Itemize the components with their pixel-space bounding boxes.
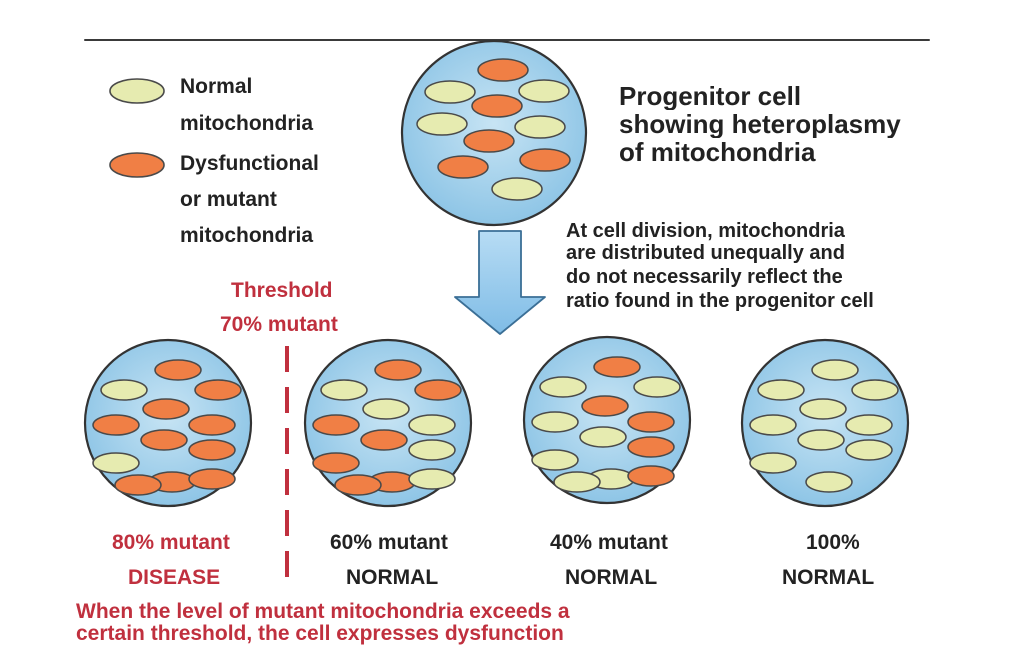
cell-2-status-label: NORMAL [346, 566, 438, 590]
mitochondrion-mutant [478, 59, 528, 81]
legend-normal-label-line2: mitochondria [180, 110, 313, 138]
division-note-line4: ratio found in the progenitor cell [566, 290, 937, 312]
mitochondrion-normal [321, 380, 367, 400]
mitochondrion-normal [492, 178, 542, 200]
mitochondrion-mutant [195, 380, 241, 400]
mitochondrion-mutant [141, 430, 187, 450]
legend-normal-mitochondrion [110, 79, 164, 103]
progenitor-cell [402, 41, 586, 225]
cell-2-percent-label: 60% mutant [330, 531, 448, 555]
division-note-line2: are distributed unequally and [566, 242, 937, 264]
threshold-label: Threshold [231, 279, 333, 303]
mitochondrion-normal [417, 113, 467, 135]
mitochondrion-mutant [520, 149, 570, 171]
cell-3-percent-label: 40% mutant [550, 531, 668, 555]
mitochondrion-mutant [472, 95, 522, 117]
mitochondrion-mutant [361, 430, 407, 450]
mitochondrion-mutant [313, 453, 359, 473]
mitochondrion-normal [532, 450, 578, 470]
mitochondrion-normal [750, 453, 796, 473]
mitochondrion-normal [750, 415, 796, 435]
mitochondrion-normal [798, 430, 844, 450]
mitochondrion-normal [532, 412, 578, 432]
progenitor-title-line1: Progenitor cell [619, 82, 937, 110]
mitochondrion-normal [812, 360, 858, 380]
mitochondrion-mutant [582, 396, 628, 416]
mitochondrion-normal [101, 380, 147, 400]
legend-mutant-mitochondrion [110, 153, 164, 177]
mitochondrion-normal [363, 399, 409, 419]
mitochondrion-mutant [415, 380, 461, 400]
legend-mutant-label-line1: Dysfunctional [180, 150, 319, 178]
mitochondrion-mutant [628, 466, 674, 486]
mitochondrion-normal [409, 415, 455, 435]
legend-mutant-label-line2: or mutant [180, 186, 277, 214]
division-note-line1: At cell division, mitochondria [566, 220, 937, 242]
mitochondrion-normal [425, 81, 475, 103]
mitochondrion-mutant [313, 415, 359, 435]
mitochondrion-normal [540, 377, 586, 397]
mitochondrion-normal [580, 427, 626, 447]
mitochondrion-normal [800, 399, 846, 419]
mitochondrion-mutant [594, 357, 640, 377]
division-arrow [455, 231, 545, 334]
mitochondrion-mutant [189, 415, 235, 435]
mitochondrion-normal [93, 453, 139, 473]
mitochondrion-mutant [143, 399, 189, 419]
threshold-value: 70% mutant [220, 313, 338, 337]
mitochondrion-mutant [115, 475, 161, 495]
mitochondrion-normal [409, 469, 455, 489]
progenitor-title-line3: of mitochondria [619, 138, 937, 166]
mitochondrion-mutant [155, 360, 201, 380]
mitochondrion-normal [519, 80, 569, 102]
mitochondrion-normal [806, 472, 852, 492]
mitochondrion-mutant [464, 130, 514, 152]
cell-1-status-label: DISEASE [128, 566, 220, 590]
mitochondrion-mutant [189, 440, 235, 460]
mitochondrion-normal [852, 380, 898, 400]
mitochondrion-normal [846, 440, 892, 460]
mitochondrion-normal [758, 380, 804, 400]
mitochondrion-normal [846, 415, 892, 435]
progenitor-title-line2: showing heteroplasmy [619, 110, 937, 138]
mitochondrion-normal [554, 472, 600, 492]
legend-mutant-label-line3: mitochondria [180, 222, 313, 250]
division-note-line3: do not necessarily reflect the [566, 266, 937, 288]
mitochondrion-mutant [628, 437, 674, 457]
mitochondrion-normal [634, 377, 680, 397]
mitochondrion-mutant [438, 156, 488, 178]
mitochondrion-mutant [628, 412, 674, 432]
footer-line2: certain threshold, the cell expresses dy… [76, 622, 564, 645]
cell-4-percent-label: 100% [806, 531, 860, 555]
mitochondrion-mutant [93, 415, 139, 435]
cell-4-status-label: NORMAL [782, 566, 874, 590]
footer-line1: When the level of mutant mitochondria ex… [76, 600, 570, 623]
mitochondrion-normal [409, 440, 455, 460]
mitochondrion-mutant [189, 469, 235, 489]
cell-3-status-label: NORMAL [565, 566, 657, 590]
mitochondrion-mutant [375, 360, 421, 380]
cell-1-percent-label: 80% mutant [112, 531, 230, 555]
mitochondrion-mutant [335, 475, 381, 495]
mitochondrion-normal [515, 116, 565, 138]
legend-normal-label-line1: Normal [180, 73, 252, 101]
